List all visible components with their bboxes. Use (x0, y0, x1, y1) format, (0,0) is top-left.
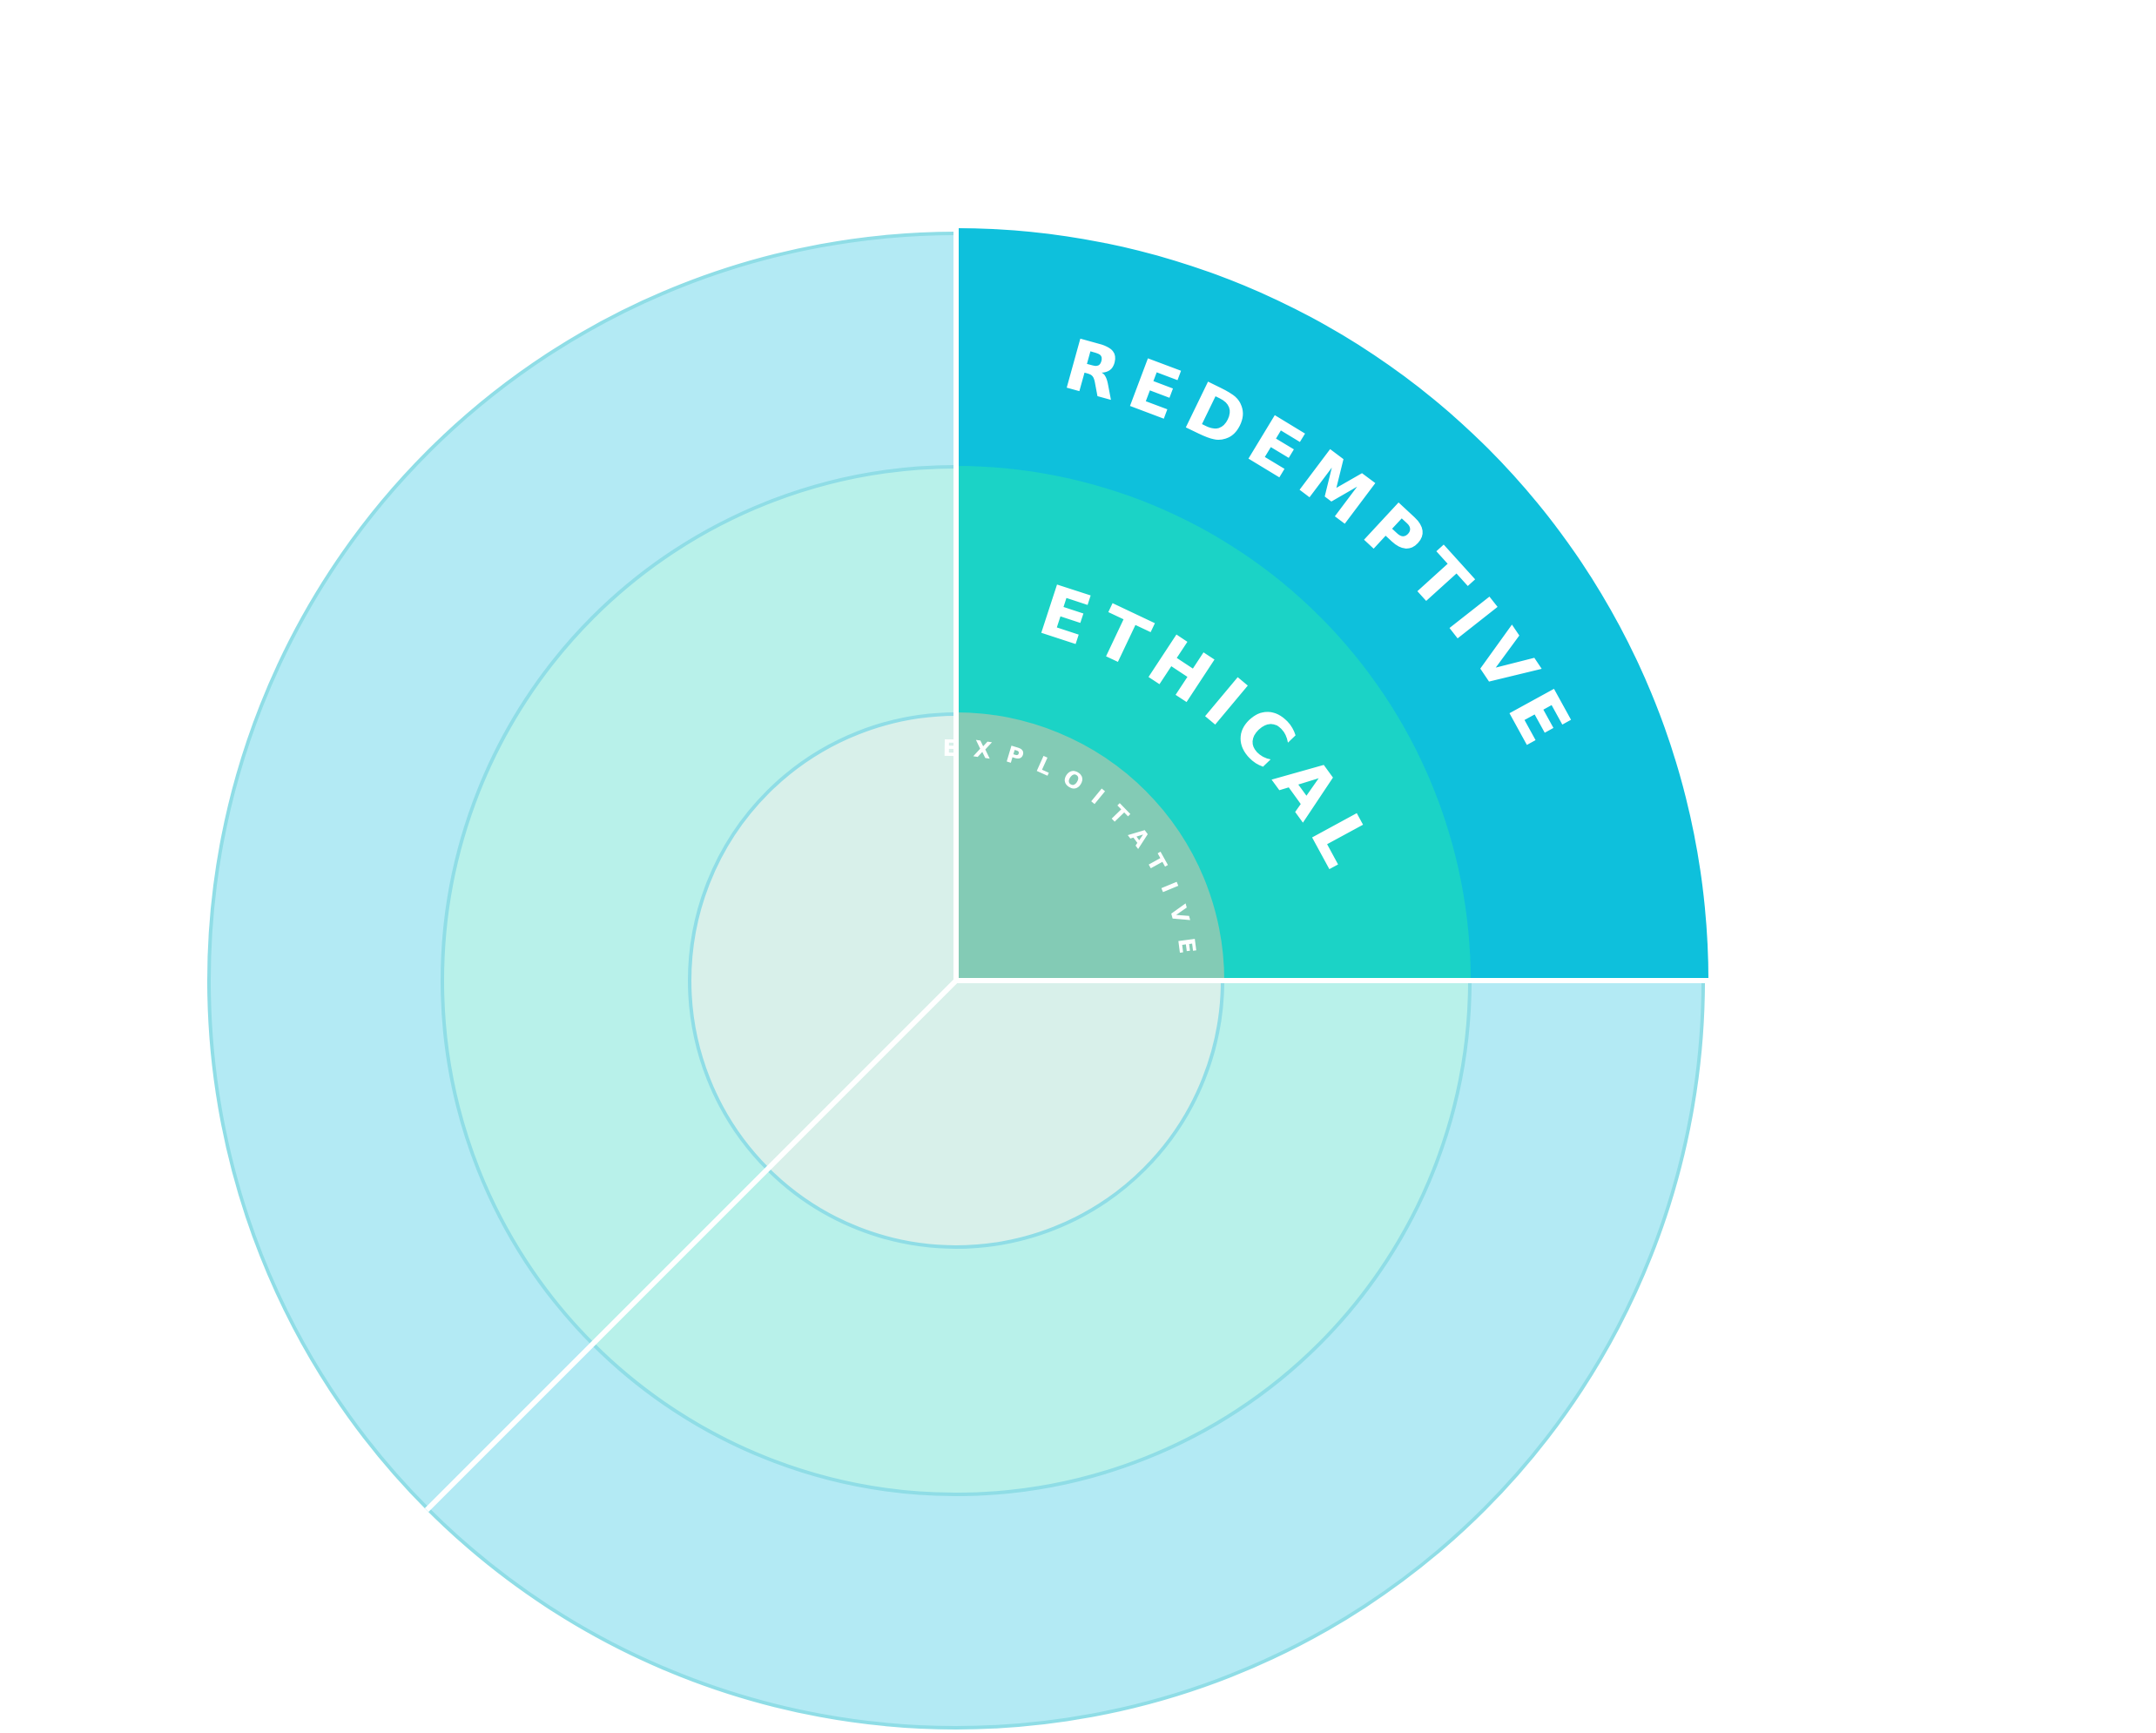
quadrant-dividers (424, 225, 1708, 1513)
exploitative-sector (956, 712, 1224, 981)
diagonal-divider (424, 978, 959, 1513)
